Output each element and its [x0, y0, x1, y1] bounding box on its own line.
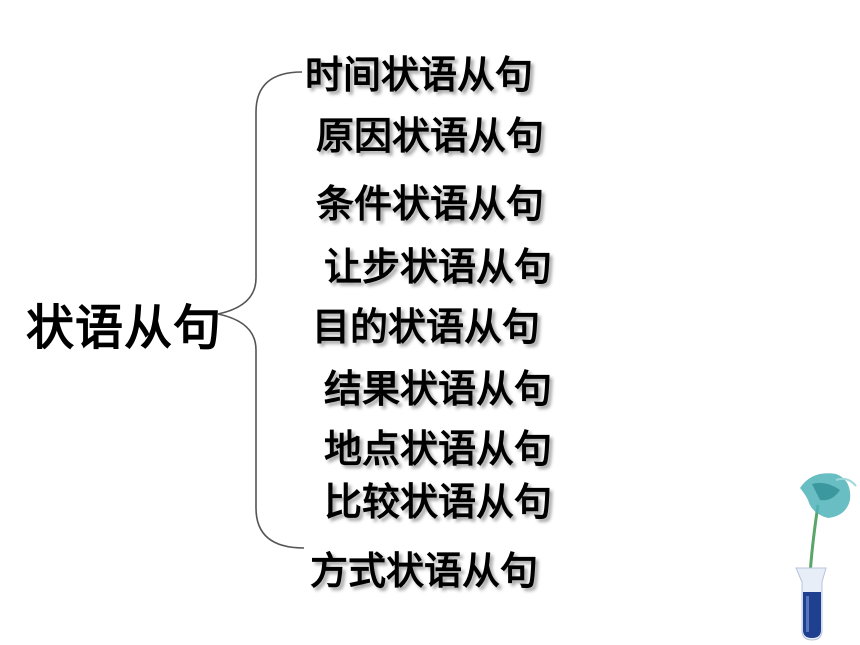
- branch-item: 时间状语从句: [305, 53, 534, 97]
- branch-item: 结果状语从句: [324, 367, 553, 411]
- branch-item: 比较状语从句: [324, 480, 553, 524]
- branch-item: 地点状语从句: [324, 427, 553, 471]
- branch-item: 条件状语从句: [316, 182, 545, 226]
- branch-item: 让步状语从句: [324, 245, 553, 289]
- root-topic: 状语从句: [26, 300, 223, 356]
- branch-item: 原因状语从句: [316, 114, 545, 158]
- branch-item: 方式状语从句: [310, 549, 539, 593]
- branch-item: 目的状语从句: [312, 305, 541, 349]
